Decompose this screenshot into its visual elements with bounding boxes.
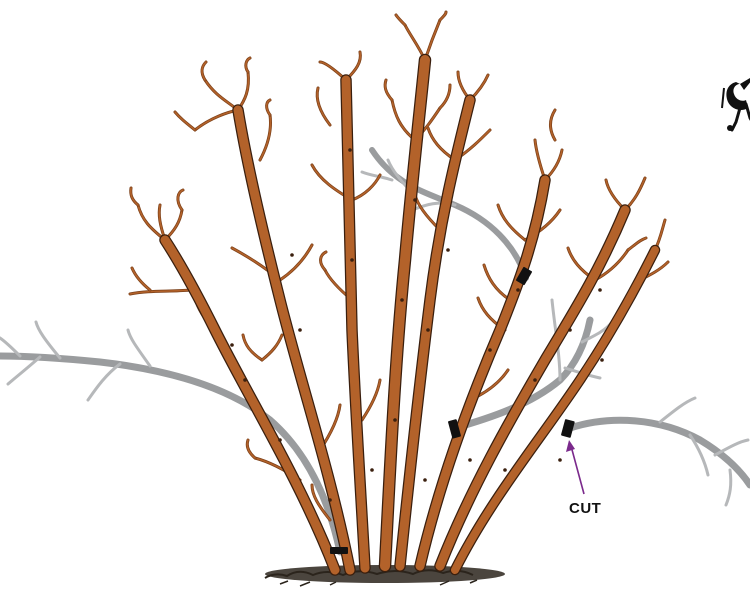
- twig-56: [362, 380, 380, 420]
- bud-13: [533, 378, 537, 382]
- bud-15: [598, 288, 602, 292]
- cut-marker-1: [330, 547, 348, 554]
- bud-1: [243, 378, 247, 382]
- cut-arrow: [566, 440, 584, 494]
- twig-fill-14: [175, 112, 195, 130]
- garden-shears-icon: [722, 78, 750, 131]
- bud-4: [290, 253, 294, 257]
- live-canes: [130, 12, 668, 570]
- bud-21: [468, 458, 472, 462]
- twig-fill-44: [484, 265, 510, 300]
- bud-18: [328, 498, 332, 502]
- twig-18: [280, 245, 312, 280]
- bud-11: [488, 348, 492, 352]
- bud-22: [503, 468, 507, 472]
- bud-24: [278, 438, 282, 442]
- bud-3: [298, 328, 302, 332]
- bud-2: [230, 343, 234, 347]
- twig-44: [484, 265, 510, 300]
- bud-8: [413, 198, 417, 202]
- twig-fill-21: [317, 88, 330, 125]
- bud-16: [600, 358, 604, 362]
- bud-6: [348, 148, 352, 152]
- twig-fill-23: [352, 175, 380, 200]
- bud-9: [426, 328, 430, 332]
- bud-20: [393, 418, 397, 422]
- bud-17: [558, 458, 562, 462]
- bud-10: [446, 248, 450, 252]
- twig-23: [352, 175, 380, 200]
- bud-23: [423, 478, 427, 482]
- cut-label: CUT: [569, 500, 601, 517]
- cane-2: [238, 110, 350, 570]
- twig-fill-28: [396, 15, 405, 25]
- cut-marker-4: [561, 419, 575, 438]
- twig-fill-15: [260, 115, 271, 160]
- twig-57: [243, 335, 262, 360]
- bud-12: [516, 288, 520, 292]
- bud-19: [370, 468, 374, 472]
- bud-7: [400, 298, 404, 302]
- twig-58: [262, 335, 282, 360]
- twig-fill-27: [425, 20, 440, 60]
- bud-5: [350, 258, 354, 262]
- twig-fill-49: [628, 238, 646, 250]
- twig-13: [195, 110, 238, 130]
- removed-canes: [0, 150, 750, 552]
- bud-14: [568, 328, 572, 332]
